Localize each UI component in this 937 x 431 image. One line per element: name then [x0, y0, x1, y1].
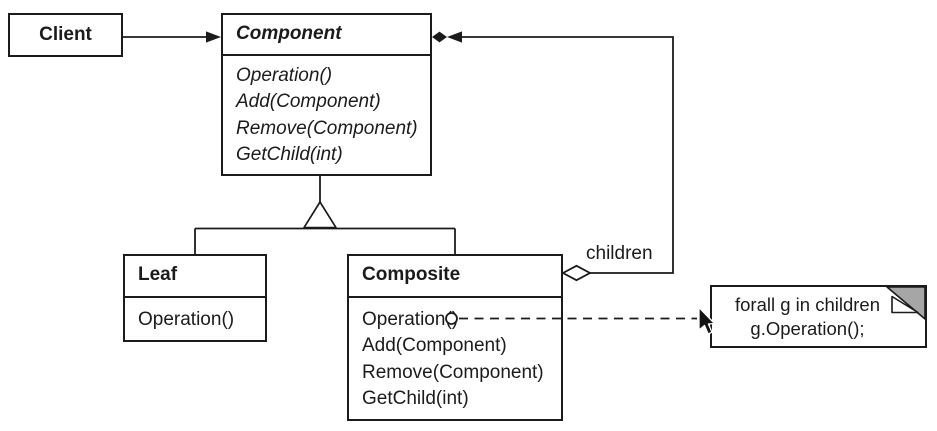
method-item: Operation()	[236, 65, 333, 86]
class-box-component: Component Operation() Add(Component) Rem…	[221, 13, 432, 176]
class-box-client: Client	[8, 13, 123, 57]
method-item: Add(Component)	[362, 335, 507, 357]
note-box: forall g in children g.Operation();	[710, 285, 927, 348]
class-title-composite: Composite	[349, 256, 561, 298]
class-box-composite: Composite Operation() Add(Component) Rem…	[347, 254, 563, 421]
note-line-1: forall g in children	[735, 294, 880, 315]
class-title-client: Client	[39, 24, 92, 45]
arrowhead-left-icon	[447, 31, 462, 43]
method-item: GetChild(int)	[362, 387, 469, 409]
class-box-leaf: Leaf Operation()	[123, 254, 267, 342]
method-item: Add(Component)	[236, 91, 381, 113]
component-method-list: Operation() Add(Component) Remove(Compon…	[223, 56, 430, 168]
note-line-2: g.Operation();	[750, 318, 865, 339]
aggregation-diamond-icon	[561, 264, 592, 282]
class-title-leaf: Leaf	[125, 256, 265, 298]
children-association-line	[462, 36, 674, 274]
children-association-label: children	[586, 243, 653, 264]
method-item: GetChild(int)	[236, 143, 343, 165]
leaf-method-list: Operation()	[125, 298, 265, 333]
method-item: Remove(Component)	[236, 117, 418, 139]
arrowhead-right-icon	[206, 31, 221, 43]
class-title-component: Component	[223, 15, 430, 56]
method-item: Operation()	[138, 309, 235, 330]
inheritance-triangle-icon	[302, 200, 338, 229]
diamond-dot-icon	[432, 31, 447, 43]
composite-method-list: Operation() Add(Component) Remove(Compon…	[349, 298, 561, 412]
method-item: Remove(Component)	[362, 361, 544, 383]
method-item: Operation()	[362, 309, 459, 330]
